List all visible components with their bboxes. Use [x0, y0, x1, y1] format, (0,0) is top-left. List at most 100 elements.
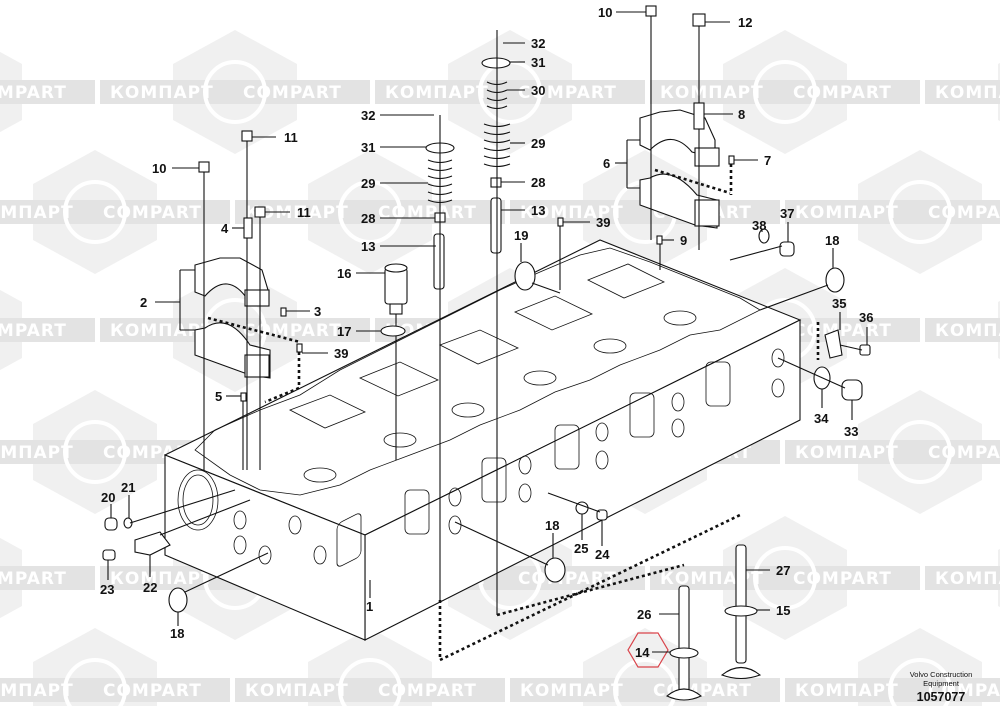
callout-28: 28 — [531, 175, 545, 190]
callout-14: 14 — [635, 645, 650, 660]
watermark-text: COMPART — [928, 681, 1000, 701]
callout-32: 32 — [531, 36, 545, 51]
watermark-tile: КОМПАРТ COMPART — [375, 30, 645, 154]
callout-5: 5 — [215, 389, 222, 404]
callout-31: 31 — [361, 140, 375, 155]
callout-25: 25 — [574, 541, 588, 556]
callout-39: 39 — [596, 215, 610, 230]
watermark-text: КОМПАРТ — [0, 443, 74, 463]
valves — [665, 544, 762, 701]
watermark-tile: КОМПАРТ COMPART — [785, 628, 1000, 706]
callout-36: 36 — [859, 310, 873, 325]
callout-17: 17 — [337, 324, 351, 339]
callout-29: 29 — [361, 176, 375, 191]
callout-39: 39 — [334, 346, 348, 361]
watermark-text: КОМПАРТ — [795, 681, 899, 701]
callout-24: 24 — [595, 547, 610, 562]
callout-18: 18 — [825, 233, 839, 248]
callout-18: 18 — [170, 626, 184, 641]
callout-26: 26 — [637, 607, 651, 622]
callout-33: 33 — [844, 424, 858, 439]
watermark-text: COMPART — [0, 321, 67, 341]
watermark-text: КОМПАРТ — [110, 83, 214, 103]
callout-34: 34 — [814, 411, 829, 426]
callout-16: 16 — [337, 266, 351, 281]
callout-28: 28 — [361, 211, 375, 226]
callout-10: 10 — [598, 5, 612, 20]
watermark-text: КОМПАРТ — [245, 681, 349, 701]
watermark-text: COMPART — [0, 569, 67, 589]
watermark-text: COMPART — [928, 443, 1000, 463]
watermark-text: COMPART — [0, 83, 67, 103]
callout-27: 27 — [776, 563, 790, 578]
callout-12: 12 — [738, 15, 752, 30]
watermark-tile: КОМПАРТ COMPART — [785, 150, 1000, 274]
watermark-text: COMPART — [793, 83, 892, 103]
callout-31: 31 — [531, 55, 545, 70]
watermark-text: КОМПАРТ — [935, 83, 1000, 103]
document-footer: Volvo Construction Equipment 1057077 — [896, 670, 986, 704]
callout-37: 37 — [780, 206, 794, 221]
callout-11: 11 — [284, 130, 298, 145]
watermark-tile: КОМПАРТ COMPART — [100, 30, 370, 154]
callout-32: 32 — [361, 108, 375, 123]
callout-11: 11 — [297, 205, 311, 220]
callout-1: 1 — [366, 599, 373, 614]
callout-19: 19 — [514, 228, 528, 243]
valve-train-parts — [380, 30, 741, 663]
watermark-text: КОМПАРТ — [660, 569, 764, 589]
callout-9: 9 — [680, 233, 687, 248]
watermark-tile: КОМПАРТ COMPART — [0, 628, 230, 706]
document-number: 1057077 — [916, 690, 966, 704]
watermark-text: КОМПАРТ — [110, 321, 214, 341]
callout-15: 15 — [776, 603, 790, 618]
callout-7: 7 — [764, 153, 771, 168]
callout-6: 6 — [603, 156, 610, 171]
watermark-text: КОМПАРТ — [795, 203, 899, 223]
watermark-text: КОМПАРТ — [935, 569, 1000, 589]
watermark-text: КОМПАРТ — [795, 443, 899, 463]
side-parts — [102, 228, 871, 613]
callout-20: 20 — [101, 490, 115, 505]
callout-29: 29 — [531, 136, 545, 151]
callout-layer: 10 12 32 31 30 29 28 13 32 31 29 28 13 1… — [100, 5, 873, 660]
callout-23: 23 — [100, 582, 114, 597]
watermark-text: COMPART — [378, 203, 477, 223]
callout-13: 13 — [531, 203, 545, 218]
callout-8: 8 — [738, 107, 745, 122]
callout-35: 35 — [832, 296, 846, 311]
watermark-text: КОМПАРТ — [110, 569, 214, 589]
callout-18: 18 — [545, 518, 559, 533]
watermark-text: КОМПАРТ — [0, 681, 74, 701]
callout-10: 10 — [152, 161, 166, 176]
watermark-text: КОМПАРТ — [520, 681, 624, 701]
watermark-text: COMPART — [378, 681, 477, 701]
watermark-text: COMPART — [793, 321, 892, 341]
callout-38: 38 — [752, 218, 766, 233]
watermark-text: COMPART — [518, 83, 617, 103]
watermark-text: КОМПАРТ — [385, 83, 489, 103]
callout-3: 3 — [314, 304, 321, 319]
callout-30: 30 — [531, 83, 545, 98]
watermark-tile: КОМПАРТ COMPART — [785, 390, 1000, 514]
callout-13: 13 — [361, 239, 375, 254]
watermark-text: КОМПАРТ — [660, 83, 764, 103]
watermark-text: COMPART — [103, 681, 202, 701]
watermark-text: КОМПАРТ — [520, 203, 624, 223]
watermark-text: КОМПАРТ — [0, 203, 74, 223]
watermark-tile: КОМПАРТ COMPART — [235, 628, 505, 706]
cylinder-head-block — [163, 239, 802, 641]
watermark-text: COMPART — [928, 203, 1000, 223]
manufacturer-line-1: Volvo Construction — [909, 670, 973, 679]
watermark-text: COMPART — [243, 83, 342, 103]
